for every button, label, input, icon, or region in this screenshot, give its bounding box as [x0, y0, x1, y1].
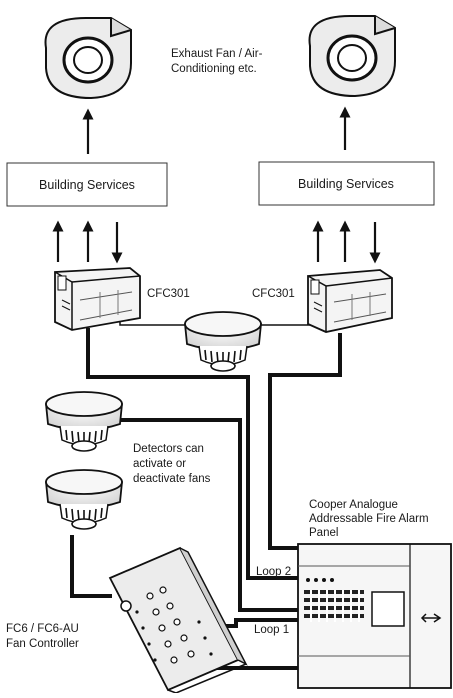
wiring: [70, 328, 342, 670]
signal-arrows-right: [312, 220, 381, 264]
building-services-right-box: [258, 161, 435, 206]
detector-lower-icon: [45, 469, 123, 530]
exhaust-label-line1: Exhaust Fan / Air-: [171, 48, 263, 60]
cfc301-left-label: CFC301: [147, 288, 190, 300]
detectors-note-line1: Detectors can: [133, 443, 204, 455]
cfc301-right-label: CFC301: [252, 288, 295, 300]
detector-ceiling-icon: [184, 311, 262, 372]
loop1-label: Loop 1: [254, 624, 289, 636]
signal-arrows-left: [52, 220, 123, 264]
cfc301-right-module: [307, 269, 393, 333]
panel-label-line1: Cooper Analogue: [309, 499, 398, 511]
cfc301-left-module: [54, 267, 141, 331]
detectors-note-line3: deactivate fans: [133, 473, 211, 485]
building-services-right-label: Building Services: [298, 177, 394, 191]
exhaust-fan-right-icon: [308, 15, 396, 98]
exhaust-label-line2: Conditioning etc.: [171, 63, 257, 75]
loop2-label: Loop 2: [256, 566, 291, 578]
controller-label-line2: Fan Controller: [6, 638, 79, 650]
panel-label-line2: Addressable Fire Alarm: [309, 513, 429, 525]
controller-label-line1: FC6 / FC6-AU: [6, 623, 79, 635]
building-services-left-box: [6, 162, 168, 207]
building-services-left-label: Building Services: [39, 178, 135, 192]
panel-label-line3: Panel: [309, 527, 338, 539]
exhaust-fan-left-icon: [44, 17, 132, 100]
fire-alarm-panel: [297, 543, 452, 689]
fc6-fan-controller: [108, 546, 248, 694]
detector-upper-icon: [45, 391, 123, 452]
detectors-note-line2: activate or: [133, 458, 186, 470]
